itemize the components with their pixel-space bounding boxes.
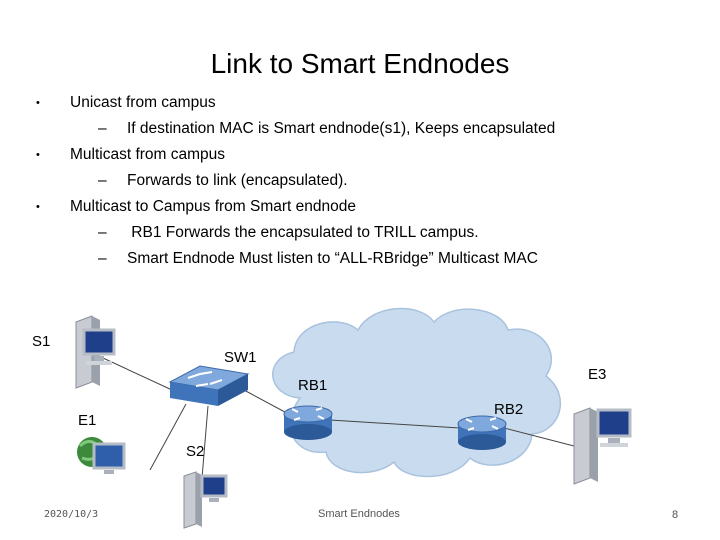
link-sw1-e1 — [149, 403, 187, 471]
bullet-text: Unicast from campus — [70, 94, 216, 111]
sub-bullet-text: If destination MAC is Smart endnode(s1),… — [127, 120, 556, 137]
sub-bullet-item: – RB1 Forwards the encapsulated to TRILL… — [30, 220, 670, 246]
page-number: 8 — [672, 509, 679, 521]
link-rb2-e3 — [503, 427, 575, 447]
link-rb1-rb2 — [329, 419, 461, 429]
computer-e3-icon[interactable] — [573, 407, 632, 485]
sub-bullet-item: – Smart Endnode Must listen to “ALL-RBri… — [30, 246, 670, 272]
bullet-marker: • — [36, 149, 40, 161]
switch-sw1-icon[interactable] — [168, 365, 250, 406]
bullet-text: Multicast from campus — [70, 146, 226, 163]
label-s2: S2 — [186, 443, 205, 460]
label-sw1: SW1 — [224, 349, 257, 366]
label-rb2: RB2 — [494, 401, 524, 418]
dash-marker: – — [98, 120, 107, 137]
router-rb2-icon[interactable] — [457, 415, 507, 450]
label-s1: S1 — [32, 333, 51, 350]
bullet-item: • Multicast to Campus from Smart endnode — [30, 194, 670, 220]
label-e1: E1 — [78, 412, 97, 429]
bullet-item: • Unicast from campus — [30, 90, 670, 116]
label-e3: E3 — [588, 366, 607, 383]
bullet-marker: • — [36, 97, 40, 109]
dash-marker: – — [98, 250, 107, 267]
router-rb1-icon[interactable] — [283, 405, 333, 440]
computer-s2-icon[interactable] — [183, 471, 228, 529]
bullet-marker: • — [36, 201, 40, 213]
links — [89, 351, 575, 479]
sub-bullet-item: – If destination MAC is Smart endnode(s1… — [30, 116, 670, 142]
sub-bullet-text: Smart Endnode Must listen to “ALL-RBridg… — [127, 250, 538, 267]
bullet-item: • Multicast from campus — [30, 142, 670, 168]
slide-title: Link to Smart Endnodes — [210, 48, 510, 79]
footer-title: Smart Endnodes — [318, 508, 400, 520]
sub-bullet-item: – Forwards to link (encapsulated). — [30, 168, 670, 194]
dash-marker: – — [98, 224, 107, 241]
bullet-list: • Unicast from campus – If destination M… — [30, 90, 670, 272]
dash-marker: – — [98, 172, 107, 189]
link-sw1-s2 — [201, 405, 209, 479]
computer-e1-icon[interactable] — [77, 437, 126, 474]
footer-date: 2020/10/3 — [44, 509, 99, 520]
sub-bullet-text: RB1 Forwards the encapsulated to TRILL c… — [127, 224, 479, 241]
computer-s1-icon[interactable] — [75, 315, 116, 389]
sub-bullet-text: Forwards to link (encapsulated). — [127, 172, 348, 189]
label-rb1: RB1 — [298, 377, 328, 394]
bullet-text: Multicast to Campus from Smart endnode — [70, 198, 357, 215]
